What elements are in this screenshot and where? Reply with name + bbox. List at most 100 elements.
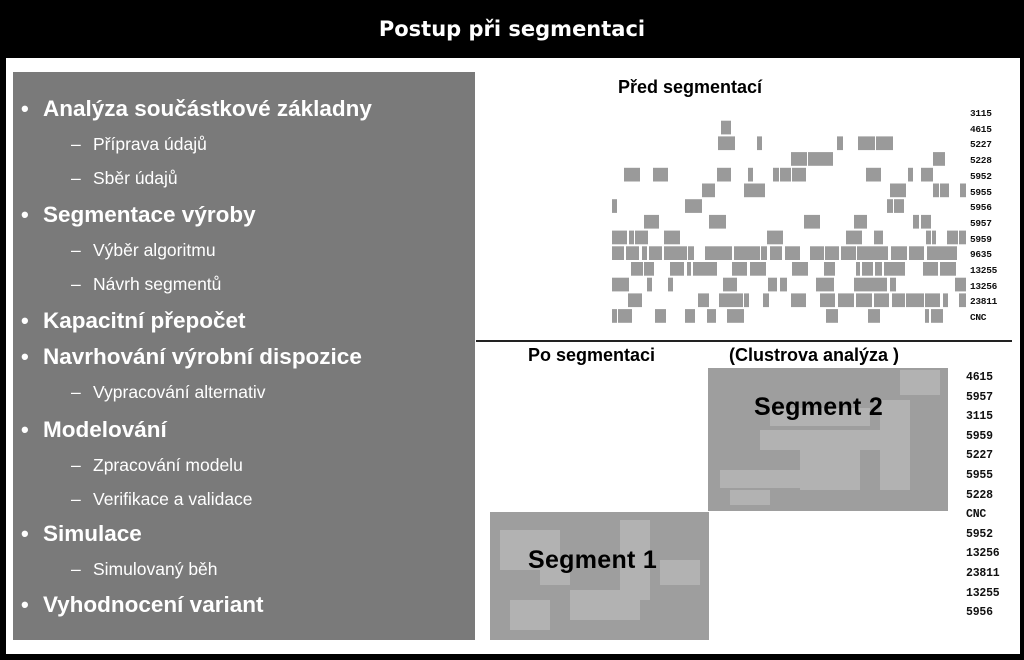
outline-item: •Analýza součástkové základny: [21, 96, 372, 122]
matrix-cell: [943, 293, 948, 308]
before-label: Před segmentací: [618, 77, 763, 97]
dash-icon: –: [71, 382, 81, 402]
after-label-left: Po segmentaci: [528, 345, 656, 365]
matrix-cell: [866, 167, 881, 182]
before-code: 5957: [970, 217, 992, 229]
page-title: Postup při segmentaci: [378, 17, 646, 41]
matrix-cell: [780, 277, 787, 292]
before-code: 23811: [970, 296, 998, 308]
matrix-cell: [908, 167, 913, 182]
matrix-cell: [854, 214, 867, 229]
matrix-cell: [921, 167, 933, 182]
matrix-cell: [612, 277, 629, 292]
matrix-cell: [763, 293, 769, 308]
outline-subitem: –Verifikace a validace: [71, 489, 253, 510]
before-code: 5959: [970, 233, 992, 245]
segment-1-cell: [620, 520, 650, 600]
after-code: 13255: [966, 586, 1000, 600]
segment-2-cell: [720, 470, 810, 488]
before-code: 13256: [970, 280, 998, 292]
matrix-cell: [926, 230, 931, 245]
outline-item-label: Navrhování výrobní dispozice: [43, 344, 362, 369]
matrix-cell: [909, 246, 924, 260]
matrix-cell: [932, 230, 936, 245]
matrix-cell: [655, 309, 666, 323]
outline-subitem: –Zpracování modelu: [71, 455, 243, 476]
matrix-cell: [941, 246, 953, 260]
segment-2-cell: [770, 408, 870, 426]
matrix-cell: [884, 262, 899, 276]
matrix-cell: [925, 293, 940, 308]
matrix-cell: [875, 277, 887, 292]
matrix-cell: [913, 214, 919, 229]
matrix-cell: [685, 309, 695, 323]
matrix-cell: [707, 309, 716, 323]
matrix-cell: [921, 214, 931, 229]
matrix-cell: [785, 246, 800, 260]
matrix-cell: [906, 293, 914, 308]
matrix-cell: [914, 293, 924, 308]
after-code: 4615: [966, 371, 993, 384]
matrix-cell: [681, 246, 687, 260]
matrix-cell: [612, 246, 620, 260]
matrix-cell: [862, 262, 873, 276]
matrix-cell: [719, 293, 730, 308]
segment-2-label: Segment 2: [754, 393, 884, 421]
outline-item: •Navrhování výrobní dispozice: [21, 344, 362, 370]
matrix-cell: [838, 293, 847, 308]
matrix-cell: [664, 230, 680, 245]
matrix-cell: [647, 277, 652, 292]
matrix-cell: [960, 183, 966, 198]
matrix-cell: [732, 262, 747, 276]
segment-1-cell: [540, 560, 570, 585]
matrix-cell: [750, 262, 766, 276]
matrix-cell: [863, 246, 874, 260]
matrix-cell: [824, 152, 833, 166]
before-code: 5955: [970, 186, 992, 198]
dash-icon: –: [71, 134, 81, 154]
matrix-cell: [955, 277, 966, 292]
before-code: 4615: [970, 123, 992, 135]
matrix-cell: [642, 246, 647, 260]
matrix-cell: [890, 183, 901, 198]
matrix-cell: [875, 262, 882, 276]
segment-1-label: Segment 1: [528, 546, 658, 574]
matrix-cell: [716, 246, 732, 260]
outline-subitem: –Návrh segmentů: [71, 274, 221, 295]
matrix-cell: [824, 262, 835, 276]
matrix-cell: [628, 293, 642, 308]
matrix-cell: [830, 277, 834, 292]
matrix-cell: [668, 277, 673, 292]
matrix-cell: [626, 246, 639, 260]
matrix-cell: [868, 309, 880, 323]
matrix-cell: [751, 246, 760, 260]
matrix-cell: [791, 293, 806, 308]
after-code: 5227: [966, 449, 993, 463]
matrix-cell: [653, 167, 668, 182]
outline-item-label: Vyhodnocení variant: [43, 592, 264, 617]
outline-subitem-label: Výběr algoritmu: [93, 240, 216, 260]
matrix-cell: [670, 262, 684, 276]
after-code: 5228: [966, 488, 993, 502]
dash-icon: –: [71, 489, 81, 509]
after-code: 5952: [966, 527, 993, 541]
matrix-cell: [940, 262, 956, 276]
after-code: 13256: [966, 547, 1000, 561]
matrix-cell: [620, 246, 624, 260]
dash-icon: –: [71, 240, 81, 260]
matrix-cell: [629, 230, 634, 245]
outline-item: •Kapacitní přepočet: [21, 308, 246, 334]
matrix-cell: [959, 230, 966, 245]
outline-item-label: Segmentace výroby: [43, 202, 256, 227]
matrix-cell: [792, 167, 802, 182]
matrix-cell: [757, 136, 762, 151]
matrix-cell: [959, 293, 966, 308]
matrix-cell: [887, 199, 893, 213]
outline-item: •Vyhodnocení variant: [21, 592, 263, 618]
matrix-cell: [933, 183, 939, 198]
after-code: 5955: [966, 469, 993, 482]
outline-item-label: Analýza součástkové základny: [43, 96, 372, 121]
matrix-cell: [804, 214, 820, 229]
matrix-cell: [890, 277, 896, 292]
